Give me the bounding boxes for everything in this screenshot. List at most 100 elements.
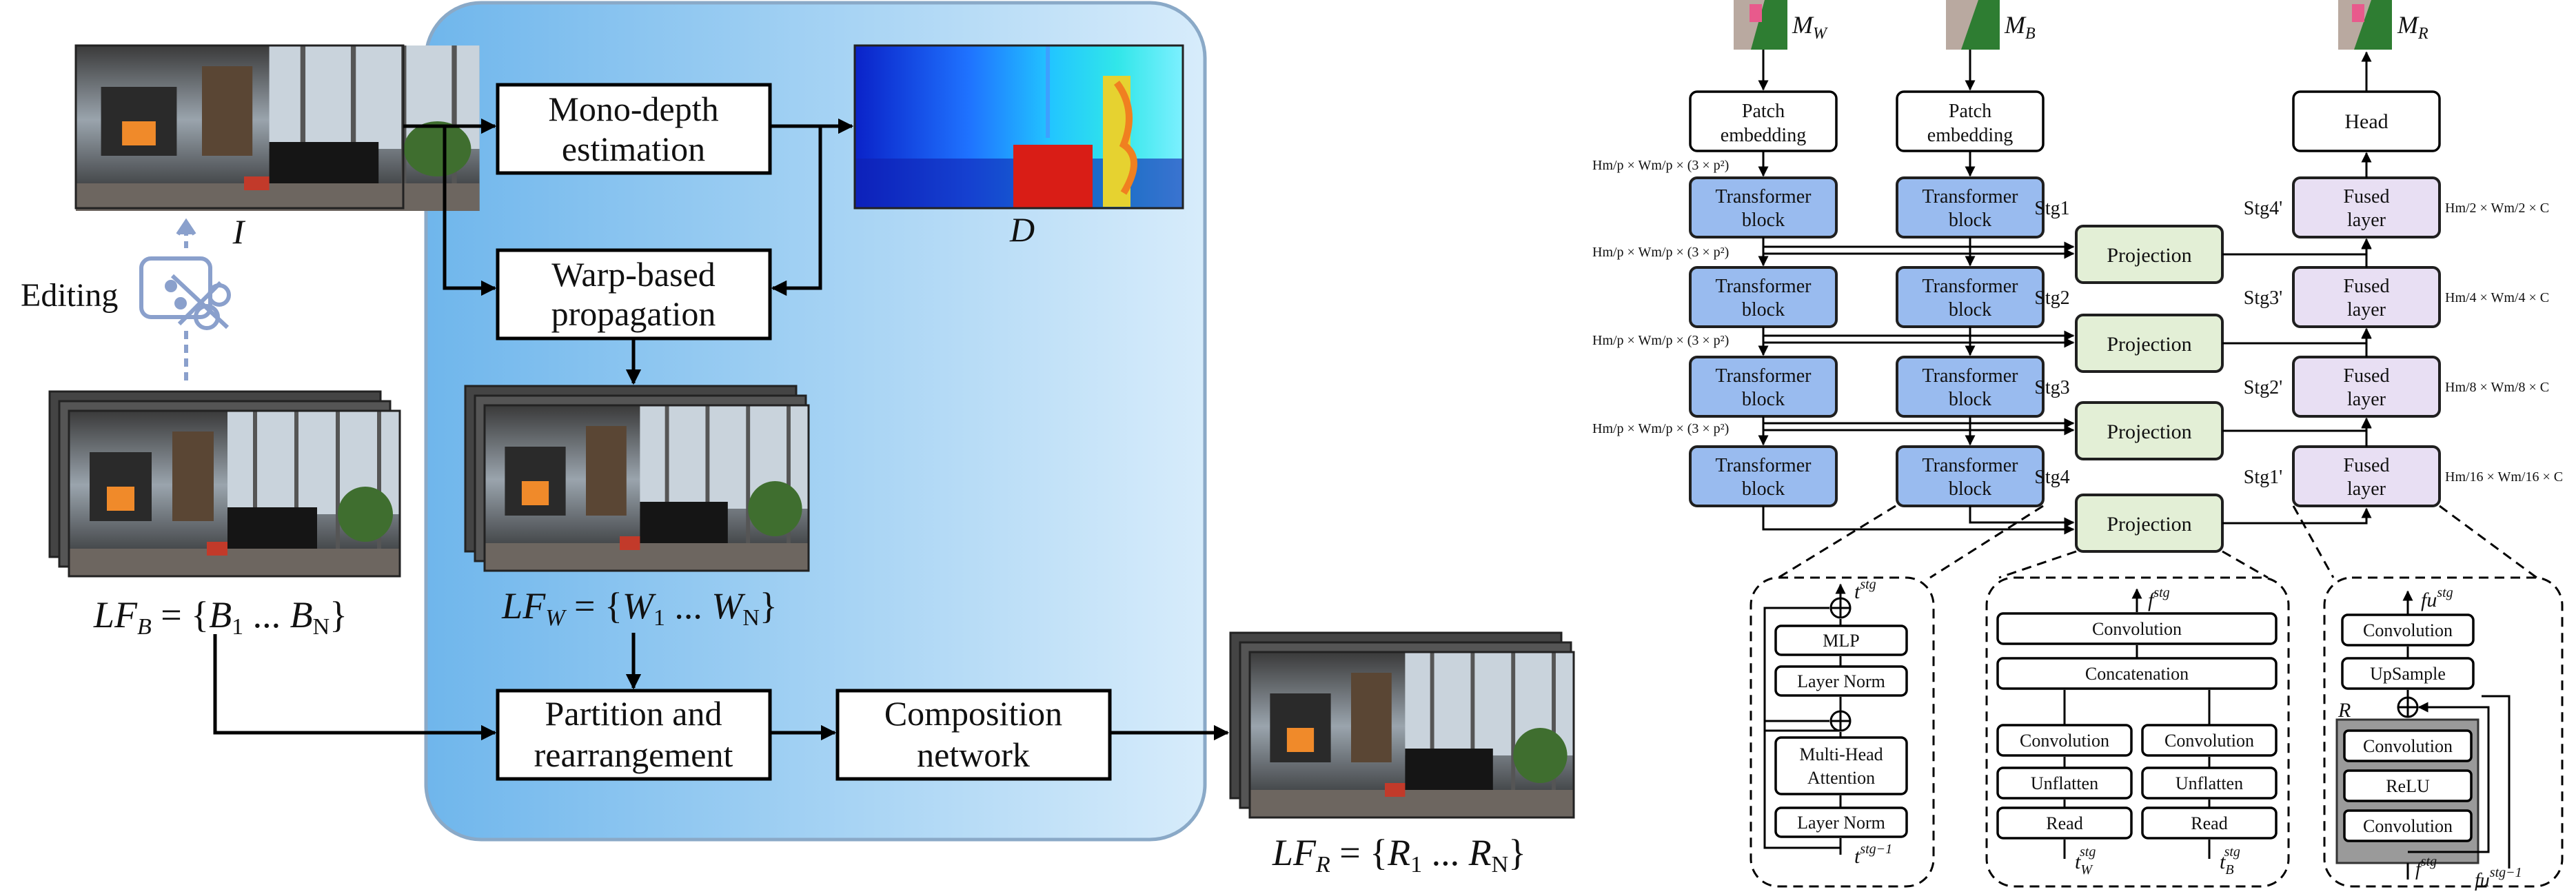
svg-text:Stg3: Stg3 bbox=[2034, 377, 2069, 398]
mono-depth-line2: estimation bbox=[562, 130, 705, 168]
svg-text:Concatenation: Concatenation bbox=[2085, 664, 2189, 684]
svg-text:Unflatten: Unflatten bbox=[2176, 773, 2243, 793]
svg-text:block: block bbox=[1742, 478, 1785, 500]
svg-text:Transformer: Transformer bbox=[1923, 186, 2019, 207]
svg-text:Read: Read bbox=[2191, 813, 2227, 833]
t-stg-out: tstg bbox=[1854, 577, 1876, 603]
svg-text:MLP: MLP bbox=[1823, 631, 1859, 651]
lf-r-stack bbox=[1229, 631, 1574, 817]
svg-text:Convolution: Convolution bbox=[2020, 731, 2109, 751]
dimension-labels: Hm/p × Wm/p × (3 × p²) Hm/p × Wm/p × (3 … bbox=[1592, 158, 2563, 485]
svg-text:Convolution: Convolution bbox=[2363, 736, 2453, 756]
partition-line2: rearrangement bbox=[534, 735, 733, 774]
svg-text:Hm/2 × Wm/2 × C: Hm/2 × Wm/2 × C bbox=[2445, 201, 2549, 216]
svg-text:Projection: Projection bbox=[2107, 244, 2191, 267]
svg-text:Fused: Fused bbox=[2344, 455, 2390, 476]
svg-text:Hm/4 × Wm/4 × C: Hm/4 × Wm/4 × C bbox=[2445, 290, 2549, 305]
network-connectors bbox=[1758, 50, 2372, 535]
partition-rearrangement-box bbox=[496, 689, 772, 781]
input-image bbox=[76, 45, 480, 211]
mono-depth-line1: Mono-depth bbox=[548, 90, 718, 128]
residual-label: R bbox=[2337, 699, 2351, 722]
svg-text:Transformer: Transformer bbox=[1716, 186, 1812, 207]
svg-text:ReLU: ReLU bbox=[2386, 776, 2430, 796]
patch-w-line1: Patch bbox=[1742, 101, 1785, 122]
svg-text:Stg1': Stg1' bbox=[2244, 467, 2282, 488]
partition-line1: Partition and bbox=[545, 694, 722, 733]
lf-w-stack bbox=[464, 385, 809, 571]
light-field-editing-panel bbox=[424, 1, 1207, 842]
editing-label: Editing bbox=[21, 277, 118, 314]
mr-label: MR bbox=[2397, 11, 2428, 43]
transformer-block-labels: Transformer block Transformer block Tran… bbox=[1716, 186, 2019, 500]
depth-map-image bbox=[853, 44, 1184, 210]
svg-text:Transformer: Transformer bbox=[1716, 455, 1812, 476]
svg-text:Hm/p × Wm/p × (3 × p²): Hm/p × Wm/p × (3 × p²) bbox=[1592, 158, 1729, 173]
transformer-detail-panel bbox=[1750, 576, 1935, 888]
left-connectors bbox=[213, 118, 1230, 741]
warp-based-propagation-box bbox=[496, 248, 772, 341]
svg-text:block: block bbox=[1949, 389, 1991, 410]
composition-network-box bbox=[835, 689, 1112, 781]
svg-text:block: block bbox=[1742, 389, 1785, 410]
mw-label: MW bbox=[1792, 11, 1828, 43]
svg-text:block: block bbox=[1742, 299, 1785, 321]
projection-boxes: Projection Projection Projection Project… bbox=[2075, 225, 2224, 553]
warp-line2: propagation bbox=[551, 294, 716, 333]
svg-text:Multi-Head: Multi-Head bbox=[1799, 744, 1883, 764]
projection-detail-panel bbox=[1985, 576, 2290, 888]
stage-rows bbox=[1689, 176, 2441, 507]
svg-text:Layer Norm: Layer Norm bbox=[1797, 671, 1885, 691]
mb-thumbnail bbox=[1946, 0, 2000, 50]
composition-line1: Composition bbox=[884, 694, 1062, 733]
mb-label: MB bbox=[2004, 11, 2036, 43]
svg-text:Transformer: Transformer bbox=[1923, 455, 2019, 476]
fused-detail: fustg Convolution UpSample R Convolution… bbox=[2335, 585, 2522, 891]
svg-text:Hm/p × Wm/p × (3 × p²): Hm/p × Wm/p × (3 × p²) bbox=[1592, 421, 1729, 436]
fu-stg-out: fustg bbox=[2421, 585, 2453, 611]
mw-thumbnail bbox=[1734, 0, 1787, 50]
svg-text:Hm/p × Wm/p × (3 × p²): Hm/p × Wm/p × (3 × p²) bbox=[1592, 333, 1729, 348]
svg-text:Stg1: Stg1 bbox=[2034, 198, 2069, 219]
zoom-guides bbox=[1778, 505, 2537, 579]
tw-stg-in: tWstg bbox=[2075, 844, 2096, 877]
svg-text:Fused: Fused bbox=[2344, 365, 2390, 387]
svg-text:Projection: Projection bbox=[2107, 420, 2191, 443]
svg-text:block: block bbox=[1742, 210, 1785, 231]
patch-b-line2: embedding bbox=[1927, 125, 2013, 146]
patch-w-line2: embedding bbox=[1721, 125, 1806, 146]
fused-detail-panel bbox=[2323, 576, 2564, 888]
svg-text:Read: Read bbox=[2046, 813, 2082, 833]
svg-text:Hm/p × Wm/p × (3 × p²): Hm/p × Wm/p × (3 × p²) bbox=[1592, 245, 1729, 260]
svg-text:Stg4: Stg4 bbox=[2034, 467, 2069, 488]
svg-text:Unflatten: Unflatten bbox=[2031, 773, 2098, 793]
svg-text:Convolution: Convolution bbox=[2363, 816, 2453, 836]
lf-b-stack bbox=[48, 390, 400, 576]
projection-detail: fstg Convolution Concatenation Convoluti… bbox=[1996, 585, 2278, 877]
svg-text:layer: layer bbox=[2347, 389, 2386, 410]
svg-text:Transformer: Transformer bbox=[1716, 276, 1812, 297]
svg-text:Fused: Fused bbox=[2344, 186, 2390, 207]
head-label: Head bbox=[2344, 110, 2388, 133]
svg-text:Stg2: Stg2 bbox=[2034, 287, 2069, 309]
depth-map-label: D bbox=[1009, 210, 1035, 249]
svg-text:Stg4': Stg4' bbox=[2244, 198, 2282, 219]
svg-text:Convolution: Convolution bbox=[2363, 620, 2453, 640]
svg-text:block: block bbox=[1949, 210, 1991, 231]
svg-text:Stg2': Stg2' bbox=[2244, 377, 2282, 398]
svg-text:Layer Norm: Layer Norm bbox=[1797, 813, 1885, 833]
svg-text:block: block bbox=[1949, 299, 1991, 321]
lf-r-label: LFR = {R1 ... RN} bbox=[1272, 832, 1526, 877]
mono-depth-estimation-box bbox=[496, 83, 772, 175]
svg-text:layer: layer bbox=[2347, 478, 2386, 500]
svg-text:layer: layer bbox=[2347, 210, 2386, 231]
composition-line2: network bbox=[917, 735, 1030, 774]
warp-line1: Warp-based bbox=[551, 255, 716, 294]
svg-text:Hm/16 × Wm/16 × C: Hm/16 × Wm/16 × C bbox=[2445, 469, 2563, 485]
svg-text:Convolution: Convolution bbox=[2164, 731, 2254, 751]
input-image-label: I bbox=[232, 212, 246, 251]
svg-text:Hm/8 × Wm/8 × C: Hm/8 × Wm/8 × C bbox=[2445, 380, 2549, 395]
svg-text:Transformer: Transformer bbox=[1923, 365, 2019, 387]
lf-w-label: LFW = {W1 ... WN} bbox=[501, 585, 778, 631]
